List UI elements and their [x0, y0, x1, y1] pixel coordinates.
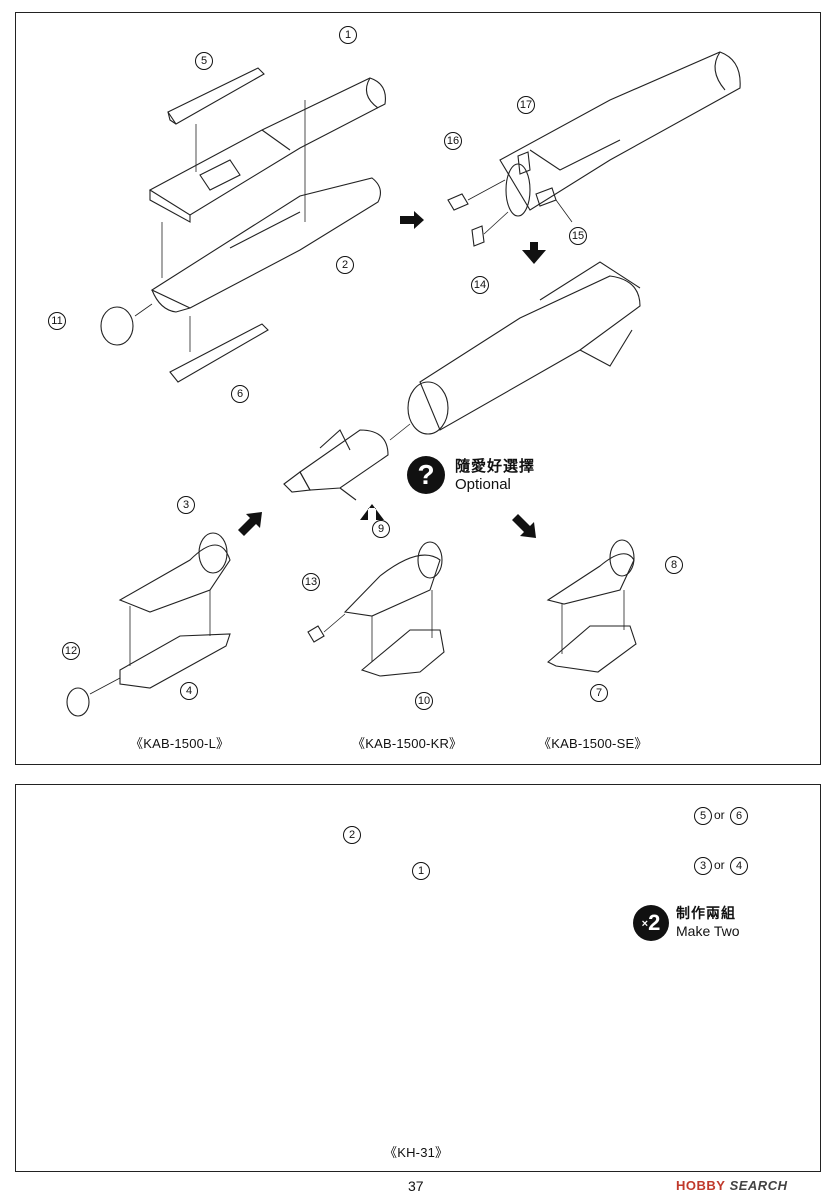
optional-label-cjk: 隨愛好選擇: [455, 458, 536, 475]
part-number-callout: 9: [372, 520, 390, 538]
part-number-callout: 4: [180, 682, 198, 700]
guide-lines-top-left: [134, 100, 306, 352]
part-number-callout: 5: [694, 807, 712, 825]
part-number-callout: 15: [569, 227, 587, 245]
kab-l-drawing: [66, 532, 231, 717]
page-number: 37: [408, 1178, 424, 1194]
or-word: or: [714, 858, 725, 872]
make-two-icon: ×2: [633, 905, 669, 941]
assembly-panel-kab-1500: [15, 12, 821, 765]
optional-question-icon: ?: [407, 456, 445, 494]
optional-label: 隨愛好選擇 Optional: [455, 458, 535, 494]
make-two-prefix: ×: [641, 918, 649, 931]
caption-kab-1500-l: 《KAB-1500-L》: [130, 736, 230, 751]
part-number-callout: 13: [302, 573, 320, 591]
watermark-logo: HOBBY SEARCH: [676, 1178, 787, 1193]
optional-label-en: Optional: [455, 476, 511, 493]
or-word: or: [714, 808, 725, 822]
part-14-drawing: [471, 225, 485, 247]
part-number-callout: 1: [412, 862, 430, 880]
caption-kab-1500-kr: 《KAB-1500-KR》: [352, 736, 463, 751]
part-5-drawing: [167, 67, 265, 125]
guide-lines-top-right: [467, 179, 573, 235]
part-number-callout: 2: [336, 256, 354, 274]
make-two-label-cjk: 制作兩組: [676, 905, 736, 921]
watermark-brand: HOBBY: [676, 1178, 726, 1193]
part-number-callout: 14: [471, 276, 489, 294]
part-2-drawing: [150, 177, 381, 313]
part-number-callout: 8: [665, 556, 683, 574]
rear-body-drawing: [499, 51, 741, 211]
part-number-callout: 4: [730, 857, 748, 875]
part-number-callout: 5: [195, 52, 213, 70]
bomb-main-body-drawing: [407, 261, 641, 435]
part-number-callout: 3: [694, 857, 712, 875]
part-number-callout: 17: [517, 96, 535, 114]
part-17-drawing: [517, 151, 531, 175]
assembly-panel-kh-31: [15, 784, 821, 1172]
part-number-callout: 6: [231, 385, 249, 403]
part-number-callout: 3: [177, 496, 195, 514]
make-two-label: 制作兩組 Make Two: [676, 904, 740, 940]
part-number-callout: 12: [62, 642, 80, 660]
part-number-callout: 11: [48, 312, 66, 330]
part-11-drawing: [100, 306, 134, 346]
part-number-callout: 16: [444, 132, 462, 150]
part-number-callout: 6: [730, 807, 748, 825]
watermark-rest: SEARCH: [729, 1178, 788, 1193]
caption-kab-1500-se: 《KAB-1500-SE》: [538, 736, 648, 751]
part-number-callout: 1: [339, 26, 357, 44]
part-1-drawing: [148, 77, 386, 223]
part-number-callout: 7: [590, 684, 608, 702]
part-number-callout: 10: [415, 692, 433, 710]
make-two-symbol: 2: [648, 910, 661, 935]
rear-plate-drawing: [505, 163, 531, 217]
part-6-drawing: [169, 323, 269, 383]
kab-se-drawing: [546, 539, 637, 673]
caption-kh-31: 《KH-31》: [384, 1145, 449, 1160]
kab-kr-drawing: [307, 541, 445, 677]
part-16-drawing: [447, 193, 469, 211]
part-15-drawing: [535, 187, 557, 207]
bomb-nose-drawing: [283, 429, 389, 501]
make-two-label-en: Make Two: [676, 923, 740, 939]
part-number-callout: 2: [343, 826, 361, 844]
